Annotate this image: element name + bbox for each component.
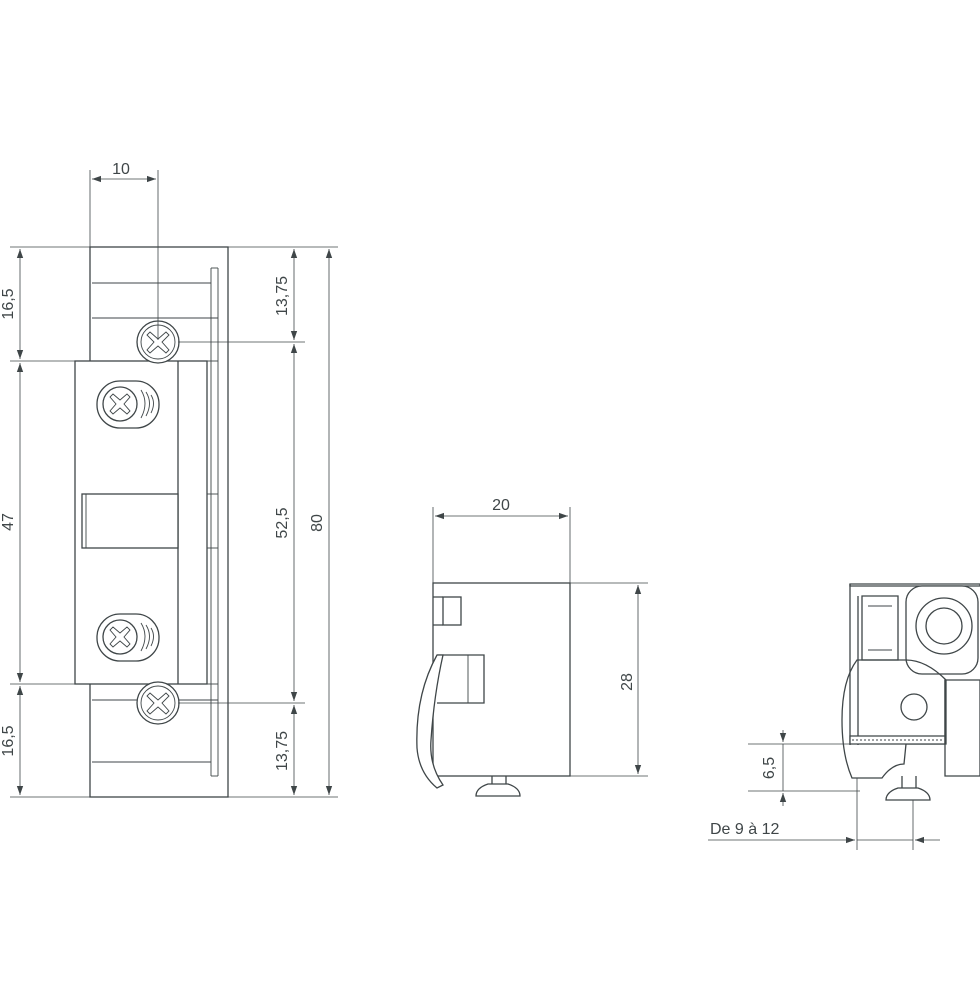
- label-bottom-right-13-75: 13,75: [274, 731, 291, 771]
- label-middle-47: 47: [0, 513, 17, 531]
- front-view: 10 16,5 47 16,5 13,75 52,5 13,75 80: [0, 161, 338, 798]
- side-view: 20 28: [416, 497, 648, 797]
- label-height-6-5: 6,5: [761, 757, 778, 779]
- side-screw-head: [475, 783, 521, 797]
- adjust-screw-bottom: [96, 613, 160, 662]
- latch-keeper: [81, 493, 179, 549]
- fixing-screw-bottom: [136, 681, 180, 725]
- label-bottom-left-16-5: 16,5: [0, 725, 17, 756]
- adjust-screw-top: [96, 380, 160, 429]
- label-width-20: 20: [492, 497, 510, 514]
- label-top-left-16-5: 16,5: [0, 288, 17, 319]
- label-height-28: 28: [619, 673, 636, 691]
- label-middle-52-5: 52,5: [274, 507, 291, 538]
- section-screw-head: [885, 787, 931, 801]
- section-hatch-right: [944, 679, 980, 777]
- label-top-right-13-75: 13,75: [274, 276, 291, 316]
- label-overall-80: 80: [309, 514, 326, 532]
- section-view: 6,5 De 9 à 12: [708, 583, 980, 850]
- roller: [905, 585, 979, 675]
- section-hatch-left: [841, 659, 947, 779]
- latch-lip: [416, 654, 444, 789]
- label-width-10: 10: [112, 161, 130, 178]
- label-range-9-12: De 9 à 12: [710, 821, 779, 838]
